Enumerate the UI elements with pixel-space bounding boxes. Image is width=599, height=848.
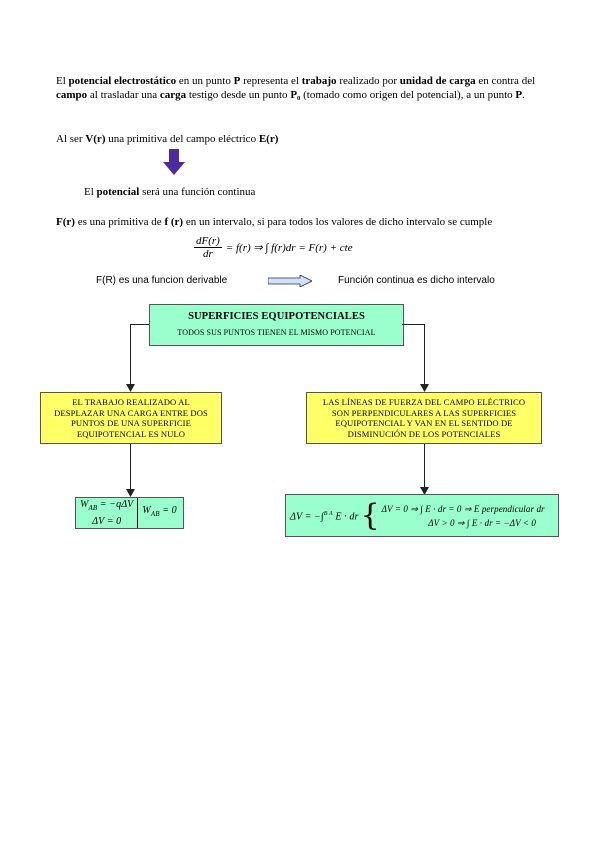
field-case-1: ΔV = 0 ⇒ ∫ E · dr = 0 ⇒ E perpendicular … [381,503,545,514]
formula-rest: = f(r) ⇒ ∫ f(r)dr = F(r) + cte [225,241,353,254]
lhs-limits: B A [323,510,333,517]
intro-text: El [56,75,69,87]
work-formula-box: WAB = −qΔV ΔV = 0 WAB = 0 [75,497,184,529]
continuous-text: será una función continua [139,186,256,198]
equipotential-title: SUPERFICIES EQUIPOTENCIALES [188,310,365,322]
field-formula-box: ΔV = −∫B A E · dr { ΔV = 0 ⇒ ∫ E · dr = … [285,494,559,537]
intro-text: . [522,89,525,101]
w-rhs: = 0 [159,505,177,517]
work-formula-line1: WAB = −qΔV [80,498,133,515]
intro-text: en un punto [176,75,234,87]
connector-left-v [130,324,131,390]
primitive-line: Al ser V(r) una primitiva del campo eléc… [56,132,536,146]
connector-right-h [402,324,425,325]
intro-text: representa el [240,75,302,87]
work-formula-left: WAB = −qΔV ΔV = 0 [80,498,139,528]
w-symbol: W [80,499,89,510]
arrowhead-right-lower-icon [420,487,429,495]
formula-fraction: dF(r) dr [194,235,222,260]
intro-bold: potencial electrostático [68,75,177,87]
primitive-bold: V(r) [85,133,106,145]
connector-right-v [424,324,425,390]
continuous-bold: potencial [96,186,140,198]
w-rhs: = −qΔV [97,499,134,510]
primitive-bold: E(r) [258,133,279,145]
primitive-text: Al ser [56,133,86,145]
connector-left-lower [130,444,131,491]
definition-bold: F(r) [56,216,75,228]
formula-numerator: dF(r) [194,234,222,248]
derivable-right: Función continua es dicho intervalo [338,275,495,286]
intro-bold: P [233,75,241,87]
definition-text: es una primitiva de [74,216,165,228]
intro-text: al trasladar una [87,89,160,101]
intro-bold: carga [159,89,187,101]
derivative-formula: dF(r) dr = f(r) ⇒ ∫ f(r)dr = F(r) + cte [194,230,353,264]
intro-bold: P₀ [290,89,301,101]
intro-bold: P [515,89,523,101]
arrowhead-left-lower-icon [126,489,135,497]
lhs-integrand: E · dr [332,510,359,522]
field-formula-lhs: ΔV = −∫B A E · dr [290,509,358,523]
right-arrow-icon [268,275,312,287]
definition-bold: f (r) [164,216,184,228]
continuous-line: El potencial será una función continua [84,185,484,199]
field-case-2: ΔV > 0 ⇒ ∫ E · dr = −ΔV < 0 [428,517,537,528]
arrowhead-left-icon [126,384,135,392]
equipotential-surfaces-box: SUPERFICIES EQUIPOTENCIALES TODOS SUS PU… [149,304,404,346]
connector-right-lower [424,444,425,489]
field-formula-cases: ΔV = 0 ⇒ ∫ E · dr = 0 ⇒ E perpendicular … [382,502,545,530]
brace-icon: { [360,497,380,533]
equipotential-subtitle: TODOS SUS PUNTOS TIENEN EL MISMO POTENCI… [177,328,376,337]
formula-denominator: dr [203,247,213,260]
intro-text: realizado por [336,75,400,87]
work-formula-line2: ΔV = 0 [92,516,122,527]
intro-paragraph: El potencial electrostático en un punto … [56,74,536,102]
lhs-integral: ΔV = −∫ [290,510,324,522]
intro-bold: unidad de carga [399,75,476,87]
continuous-text: El [84,186,97,198]
derivable-left: F(R) es una funcion derivable [96,275,228,286]
w-sub: AB [150,510,160,519]
definition-line: F(r) es una primitiva de f (r) en un int… [56,215,556,229]
definition-text: en un intervalo, si para todos los valor… [183,216,493,228]
connector-left-h [130,324,149,325]
down-arrow-icon [163,149,185,175]
work-null-box: EL TRABAJO REALIZADO AL DESPLAZAR UNA CA… [40,392,222,444]
intro-bold: trabajo [301,75,337,87]
field-lines-box: LAS LÍNEAS DE FUERZA DEL CAMPO ELÉCTRICO… [306,392,542,444]
w-symbol: W [142,505,151,517]
intro-text: (tomado como origen del potencial), a un… [300,89,516,101]
arrowhead-right-icon [420,384,429,392]
primitive-text: una primitiva del campo eléctrico [105,133,259,145]
intro-bold: campo [56,89,88,101]
work-formula-result: WAB = 0 [142,506,176,520]
intro-text: testigo desde un punto [186,89,291,101]
intro-text: en contra del [475,75,536,87]
w-sub: AB [88,504,98,512]
